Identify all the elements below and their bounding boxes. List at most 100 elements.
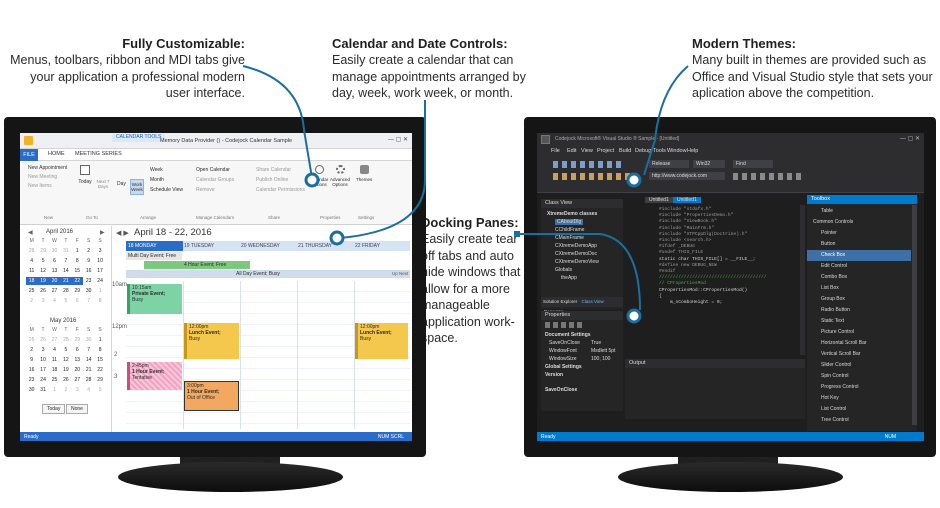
day-header-selected[interactable]: 18 MONDAY — [126, 241, 183, 251]
day-cell[interactable]: 13 — [51, 268, 58, 274]
toolbox-item[interactable]: Edit Control — [821, 263, 848, 269]
day-cell[interactable]: 27 — [51, 288, 58, 294]
tab-file[interactable]: FILE — [20, 149, 38, 161]
prev-month-arrow[interactable]: ◀ — [28, 230, 33, 236]
window-controls[interactable]: — ▢ ✕ — [387, 137, 408, 143]
day-cell[interactable]: 30 — [85, 288, 92, 294]
tree-item[interactable]: CXtremeDemoView — [555, 259, 599, 265]
day-cell[interactable]: 3 — [41, 347, 45, 353]
toolbox-item[interactable]: Common Controls — [813, 219, 854, 225]
day-cell[interactable]: 7 — [87, 298, 91, 304]
remove-button[interactable]: Remove — [196, 187, 215, 193]
day-cell[interactable]: 29 — [40, 248, 46, 254]
today-button[interactable]: Today — [76, 165, 94, 185]
day-cell[interactable]: 2 — [30, 298, 34, 304]
publish-online-button[interactable]: Publish Online — [256, 177, 289, 183]
day-cell[interactable]: 25 — [51, 377, 58, 383]
day-cell[interactable]: 12 — [40, 268, 46, 274]
toolbox-item[interactable]: Static Text — [821, 318, 844, 324]
menu-file[interactable]: File — [551, 148, 560, 154]
menu-edit[interactable]: Edit — [567, 148, 577, 154]
menu-view[interactable]: View — [581, 148, 593, 154]
today-nav-button[interactable]: Today — [42, 404, 66, 414]
new-meeting-button[interactable]: New Meeting — [28, 174, 58, 180]
day-cell[interactable]: 30 — [85, 337, 92, 343]
day-cell[interactable]: 29 — [97, 377, 103, 383]
day-cell[interactable]: 29 — [74, 337, 81, 343]
prop-value[interactable]: True — [591, 340, 602, 346]
day-cell[interactable]: 18 — [26, 277, 38, 285]
day-cell[interactable]: 21 — [85, 367, 92, 373]
schedule-view-button[interactable]: Schedule View — [150, 187, 183, 193]
day-cell[interactable]: 6 — [75, 298, 79, 304]
toolbox-item[interactable]: Progress Control — [821, 384, 859, 390]
day-cell[interactable]: 31 — [63, 248, 69, 254]
appointment-tentative[interactable]: 2:45pm 1 Hour Event; Tentative — [127, 362, 182, 390]
day-cell[interactable]: 16 — [85, 268, 92, 274]
day-cell[interactable]: 11 — [51, 357, 58, 363]
url-field[interactable]: http://www.codejock.com — [649, 172, 725, 180]
tab-solution-explorer[interactable]: Solution Explorer — [543, 299, 578, 304]
properties-title[interactable]: Properties — [541, 311, 623, 320]
find-box[interactable]: Find — [733, 160, 773, 168]
toolbox-item[interactable]: Check Box — [807, 250, 911, 261]
toolbox-item[interactable]: Spin Control — [821, 373, 849, 379]
day-cell[interactable]: 8 — [75, 258, 79, 264]
appointment-out-of-office[interactable]: 3:00pm 1 Hour Event; Out of Office — [184, 381, 239, 411]
tab-home[interactable]: HOME — [48, 151, 65, 157]
day-cell[interactable]: 6 — [53, 258, 56, 264]
day-cell[interactable]: 11 — [29, 268, 35, 274]
toolbar-icons-row3[interactable] — [733, 173, 803, 180]
day-cell[interactable]: 3 — [41, 298, 45, 304]
day-cell[interactable]: 4 — [87, 387, 91, 393]
prop-name[interactable]: SaveOnClose — [549, 340, 580, 346]
day-cell[interactable]: 14 — [63, 268, 69, 274]
toolbox-item[interactable]: List Box — [821, 285, 839, 291]
tree-item[interactable]: CXtremeDemoApp — [555, 243, 597, 249]
day-cell[interactable]: 17 — [97, 268, 103, 274]
day-cell[interactable]: 4 — [30, 258, 34, 264]
toolbox-item[interactable]: Hot Key — [821, 395, 839, 401]
day-cell[interactable]: 4 — [53, 298, 56, 304]
toolbox-item[interactable]: Combo Box — [821, 274, 848, 280]
day-cell[interactable]: 1 — [53, 387, 56, 393]
day-cell[interactable]: 26 — [40, 337, 46, 343]
day-cell[interactable]: 28 — [63, 288, 69, 294]
day-cell[interactable]: 18 — [51, 367, 58, 373]
toolbox-item[interactable]: Tree Control — [821, 417, 849, 423]
day-cell[interactable]: 27 — [51, 337, 58, 343]
day-cell[interactable]: 8 — [98, 298, 102, 304]
appointment-lunch-friday[interactable]: 12:00pm Lunch Event; Busy — [355, 323, 408, 359]
toolbox-item[interactable]: Picture Control — [821, 329, 855, 335]
day-cell[interactable]: 13 — [74, 357, 81, 363]
toolbox-item[interactable]: Horizontal Scroll Bar — [821, 340, 867, 346]
day-cell[interactable]: 26 — [40, 288, 46, 294]
day-cell[interactable]: 17 — [40, 367, 46, 373]
day-cell[interactable]: 19 — [63, 367, 69, 373]
day-cell[interactable]: 20 — [74, 367, 81, 373]
new-items-button[interactable]: New Items — [28, 183, 52, 189]
menu-debug[interactable]: Debug — [635, 148, 652, 154]
next-month-arrow[interactable]: ▶ — [100, 230, 105, 236]
day-cell[interactable]: 27 — [74, 377, 81, 383]
day-cell[interactable]: 28 — [63, 337, 69, 343]
day-cell[interactable]: 10 — [40, 357, 46, 363]
editor-scrollbar[interactable] — [800, 205, 805, 355]
tree-item[interactable]: Globals — [555, 267, 572, 273]
menu-tools[interactable]: Tools — [653, 148, 666, 154]
day-cell[interactable]: 3 — [75, 387, 79, 393]
prop-category[interactable]: Document Settings — [545, 332, 591, 338]
toolbox-item[interactable]: Button — [821, 241, 836, 247]
menu-project[interactable]: Project — [597, 148, 615, 154]
day-cell[interactable]: 2 — [64, 387, 68, 393]
day-cell[interactable]: 3 — [98, 248, 102, 254]
day-cell[interactable]: 23 — [85, 278, 92, 284]
tree-item[interactable]: CMainFrame — [555, 235, 584, 241]
toolbox-item[interactable]: Group Box — [821, 296, 845, 302]
prop-value[interactable]: Msdlett 5pt — [591, 348, 616, 354]
tree-item-selected[interactable]: CAboutDlg — [555, 219, 584, 225]
day-cell[interactable]: 1 — [98, 288, 102, 294]
next-7-days-button[interactable]: Next 7 Days — [96, 179, 110, 189]
prop-category[interactable]: Global Settings — [545, 364, 582, 370]
day-cell[interactable]: 1 — [98, 337, 102, 343]
